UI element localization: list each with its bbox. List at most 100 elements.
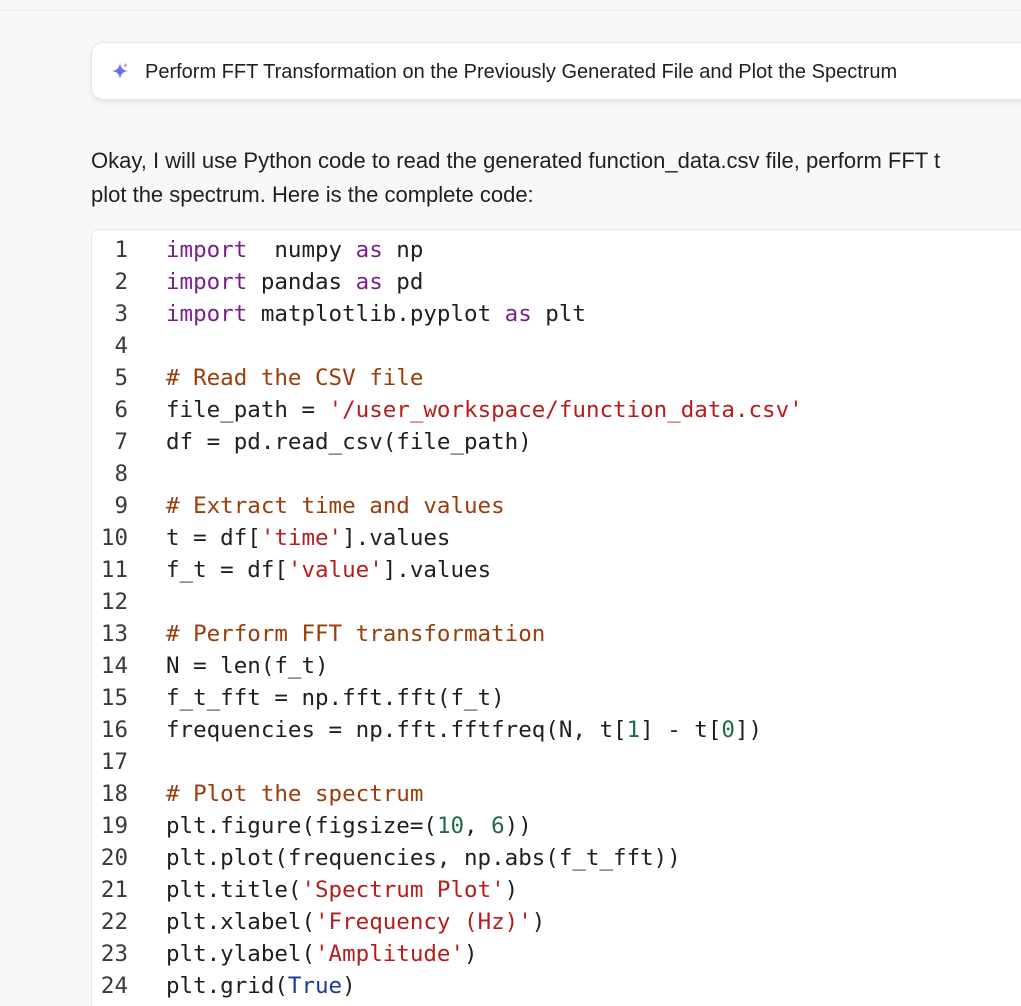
line-number: 19 (100, 813, 128, 839)
code-token: 0 (721, 717, 735, 743)
code-text: # Plot the spectrum (166, 778, 423, 810)
line-number: 5 (114, 365, 128, 391)
line-number: 14 (100, 653, 128, 679)
code-token: True (287, 973, 343, 999)
code-text: plt.xlabel('Frequency (Hz)') (166, 906, 545, 938)
code-token: ] - t[ (640, 717, 722, 743)
code-token: plt (531, 301, 586, 327)
line-number: 11 (100, 557, 128, 583)
code-text: import matplotlib.pyplot as plt (166, 298, 586, 330)
sparkle-icon (110, 61, 130, 81)
line-number: 9 (114, 493, 128, 519)
code-text: f_t = df['value'].values (166, 554, 491, 586)
prompt-text: Perform FFT Transformation on the Previo… (145, 61, 898, 83)
response-line-1: Okay, I will use Python code to read the… (91, 148, 941, 173)
code-block[interactable]: 1 import numpy as np 2 import pandas as pd 3… (91, 229, 1021, 1006)
line-number: 15 (100, 685, 128, 711)
line-number: 8 (114, 461, 128, 487)
code-token: numpy (247, 237, 356, 263)
code-token: as (355, 269, 383, 295)
line-number: 20 (100, 845, 128, 871)
code-token: plt.figure(figsize=( (166, 813, 437, 839)
code-token: plt.grid( (166, 973, 288, 999)
code-token: # Extract time and values (166, 493, 505, 519)
code-token: pd (382, 269, 424, 295)
line-number: 13 (100, 621, 128, 647)
code-text: plt.title('Spectrum Plot') (166, 874, 518, 906)
code-token: ].values (382, 557, 492, 583)
code-token: import (166, 237, 248, 263)
code-text: # Read the CSV file (166, 362, 423, 394)
code-token: 'Spectrum Plot' (301, 877, 505, 903)
code-token: import (166, 269, 248, 295)
line-number: 12 (100, 589, 128, 615)
code-text: file_path = '/user_workspace/function_da… (166, 394, 803, 426)
code-token: np (382, 237, 424, 263)
code-token: plt.plot(frequencies, np.abs(f_t_fft)) (166, 845, 681, 871)
line-number: 7 (114, 429, 128, 455)
code-token: ]) (734, 717, 763, 743)
code-token: ) (464, 941, 478, 967)
code-token: as (355, 237, 383, 263)
code-token: '/user_workspace/function_data.csv' (328, 397, 803, 423)
line-number: 10 (100, 525, 128, 551)
code-token: f_t_fft = np.fft.fft(f_t) (166, 685, 505, 711)
code-token: f_t = df[ (166, 557, 288, 583)
code-text: N = len(f_t) (166, 650, 329, 682)
code-token: )) (504, 813, 532, 839)
code-token: , (464, 813, 492, 839)
code-token: plt.title( (166, 877, 302, 903)
code-text: # Extract time and values (166, 490, 505, 522)
code-token: frequencies = np.fft.fftfreq(N, t[ (166, 717, 627, 743)
code-text: import numpy as np (166, 234, 423, 266)
line-number: 16 (100, 717, 128, 743)
code-token: ) (504, 877, 519, 903)
code-token: ) (342, 973, 356, 999)
response-line-2: plot the spectrum. Here is the complete … (91, 182, 534, 207)
code-token: ].values (342, 525, 451, 551)
line-number: 21 (100, 877, 128, 903)
code-text: df = pd.read_csv(file_path) (166, 426, 532, 458)
code-token: ) (531, 909, 546, 935)
code-token: pandas (247, 269, 356, 295)
code-token: df = pd.read_csv(file_path) (166, 429, 532, 455)
code-text: plt.plot(frequencies, np.abs(f_t_fft)) (166, 842, 681, 874)
line-number: 4 (114, 333, 128, 359)
code-text: frequencies = np.fft.fftfreq(N, t[1] - t… (166, 714, 762, 746)
code-token: 'Amplitude' (315, 941, 465, 967)
code-text: plt.ylabel('Amplitude') (166, 938, 478, 970)
line-number: 6 (114, 397, 128, 423)
code-token: # Read the CSV file (166, 365, 424, 391)
line-number: 18 (100, 781, 128, 807)
code-token: file_path = (166, 397, 329, 423)
code-token: 10 (436, 813, 465, 839)
line-number: 24 (100, 973, 128, 999)
line-number: 17 (100, 749, 128, 775)
code-token: 'value' (287, 557, 383, 583)
code-text: # Perform FFT transformation (166, 618, 545, 650)
code-token: 'time' (260, 525, 343, 551)
code-token: t = df[ (166, 525, 261, 551)
code-token: as (504, 301, 532, 327)
line-number: 23 (100, 941, 128, 967)
code-token: import (166, 301, 248, 327)
line-number: 22 (100, 909, 128, 935)
code-token: N = len(f_t) (166, 653, 329, 679)
code-token: # Plot the spectrum (166, 781, 424, 807)
code-token: 1 (626, 717, 641, 743)
code-token: 'Frequency (Hz)' (315, 909, 532, 935)
assistant-response-text: Okay, I will use Python code to read the… (91, 144, 1021, 212)
line-number: 2 (114, 269, 128, 295)
user-prompt-card: Perform FFT Transformation on the Previo… (91, 42, 1021, 100)
code-token: matplotlib.pyplot (247, 301, 505, 327)
code-token: plt.ylabel( (166, 941, 316, 967)
line-number: 3 (114, 301, 128, 327)
code-token: # Perform FFT transformation (166, 621, 546, 647)
code-text: plt.grid(True) (166, 970, 356, 1002)
line-number: 1 (114, 237, 128, 263)
code-text: t = df['time'].values (166, 522, 450, 554)
code-text: import pandas as pd (166, 266, 423, 298)
code-token: plt.xlabel( (166, 909, 316, 935)
code-text: f_t_fft = np.fft.fft(f_t) (166, 682, 505, 714)
code-text: plt.figure(figsize=(10, 6)) (166, 810, 532, 842)
